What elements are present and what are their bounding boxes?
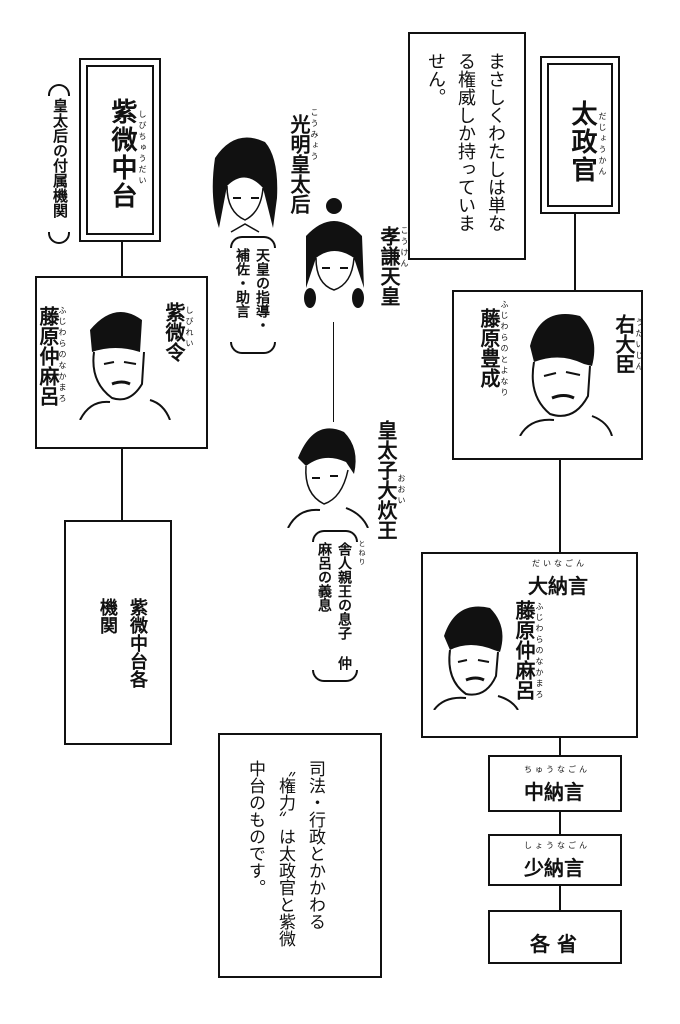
narration-text: 司法・行政とかかわる〝権力〟は太政官と紫微中台のものです。	[245, 760, 325, 947]
shibi-organs-box	[64, 520, 172, 745]
oi-note-furigana: とねり	[358, 540, 366, 567]
oi-note: 舎人親王の息子 仲麻呂の義息	[316, 542, 352, 670]
dajokan-title-box	[540, 56, 620, 214]
koumyou-role-paren-bottom	[230, 342, 276, 354]
shibirei-name-furigana: ふじわらのなかまろ	[58, 306, 67, 405]
koumyou-furigana: こうみょう	[310, 108, 319, 163]
oi-name: 皇太子大炊王	[374, 420, 398, 540]
connector-shibi-top	[121, 240, 123, 276]
nakamaro-portrait-1	[79, 312, 171, 420]
shonagon-label: 少納言	[524, 856, 584, 880]
udaijin-title-furigana: うだいじん	[635, 318, 644, 373]
koumyou-role: 天皇の指導・補佐・助言	[234, 248, 270, 332]
connector-udaijin-dainagon	[559, 460, 561, 552]
shibirei-title: 紫微令	[162, 302, 186, 362]
koumyou-role-paren-top	[230, 236, 276, 248]
dainagon-title-furigana: だいなごん	[532, 559, 587, 568]
shibi-chudai-title: 紫微中台	[107, 98, 137, 210]
chunagon-label: 中納言	[524, 780, 584, 804]
oi-portrait	[287, 428, 369, 528]
shibi-chudai-title-box	[79, 58, 161, 242]
shibirei-name: 藤原仲麻呂	[36, 306, 60, 406]
shibi-chudai-furigana: しびちゅうだい	[138, 110, 147, 187]
shonagon-furigana: しょうなごん	[524, 841, 590, 850]
connector-kouken-oi	[333, 322, 334, 422]
toyonari-portrait	[519, 314, 613, 436]
shonagon-box	[488, 834, 622, 886]
shibi-note-paren-top	[48, 84, 70, 96]
udaijin-title: 右大臣	[612, 314, 636, 374]
kakusho-box	[488, 910, 622, 964]
udaijin-name-furigana: ふじわらのとよなり	[500, 300, 509, 399]
kouken-furigana: こうけん	[400, 226, 409, 270]
chunagon-furigana: ちゅうなごん	[524, 765, 590, 774]
kouken-name: 孝謙天皇	[377, 226, 401, 306]
connector-dainagon-chunagon	[559, 737, 561, 755]
shibirei-title-furigana: しびれい	[185, 306, 194, 350]
oi-note-paren-top	[312, 530, 358, 542]
connector-shibi-bottom	[121, 448, 123, 520]
shibi-note-paren-bottom	[48, 232, 70, 244]
udaijin-name: 藤原豊成	[477, 308, 501, 388]
shibi-chudai-note: 皇太后の付属機関	[51, 98, 69, 218]
connector-dajokan	[574, 214, 576, 290]
oi-furigana: おおい	[397, 474, 406, 507]
narration-box	[218, 733, 382, 978]
nakamaro-portrait-2	[433, 606, 519, 710]
connector-chunagon-shonagon	[559, 812, 561, 834]
chunagon-box	[488, 755, 622, 812]
dainagon-title: 大納言	[528, 574, 588, 598]
dajokan-furigana: だじょうかん	[598, 112, 607, 178]
koumyou-portrait	[212, 137, 278, 233]
speech-box	[408, 32, 526, 260]
speech-text: まさしくわたしは単なる権威しか持っていません。	[425, 52, 506, 232]
oi-note-paren-bottom	[312, 670, 358, 682]
dajokan-title: 太政官	[567, 100, 597, 184]
kouken-portrait	[304, 198, 364, 308]
connector-shonagon-kakusho	[559, 886, 561, 910]
koumyou-name: 光明皇太后	[287, 114, 311, 214]
kakusho-label: 各 省	[530, 932, 577, 956]
dainagon-name-furigana: ふじわらのなかまろ	[535, 602, 544, 701]
shibirei-box	[35, 276, 208, 449]
dainagon-name: 藤原仲麻呂	[512, 600, 536, 700]
shibi-organs-label: 紫微中台各機関	[97, 598, 148, 688]
